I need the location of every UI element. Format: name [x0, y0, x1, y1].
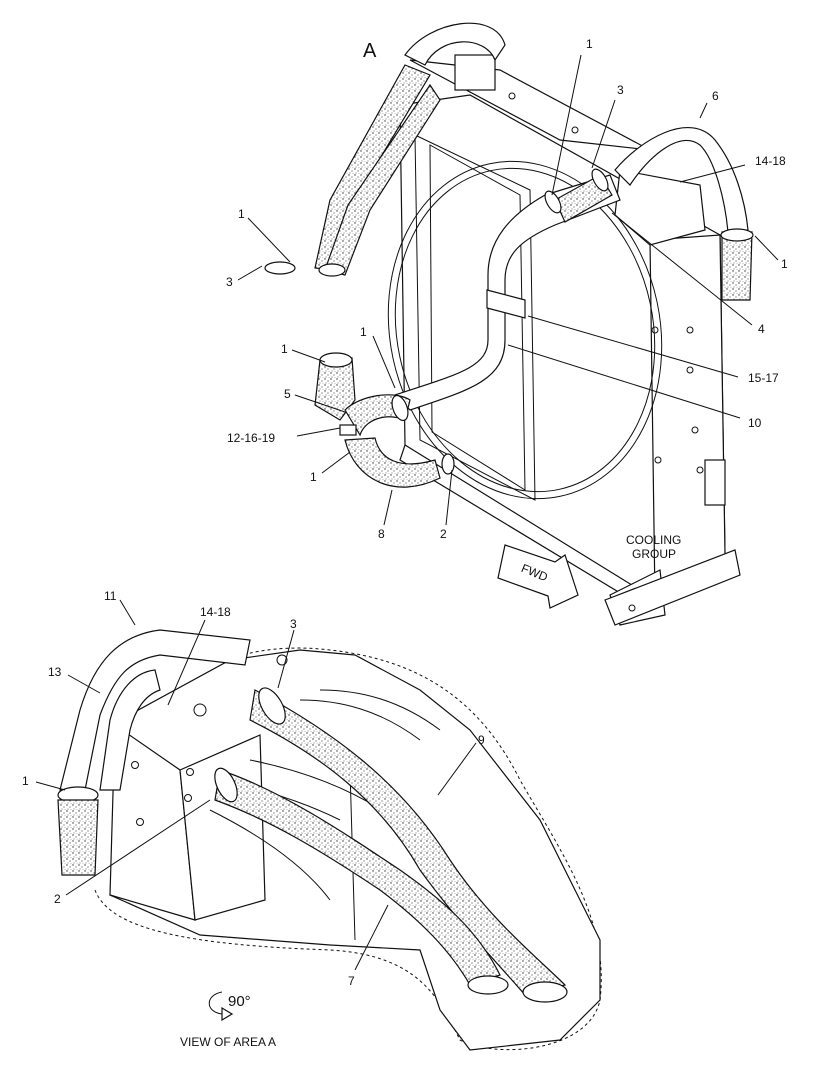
callout-1-low: 1	[310, 470, 317, 484]
cooling-group-label-line1: COOLING	[626, 533, 681, 547]
callout-13: 13	[48, 665, 62, 679]
callout-1-left: 1	[238, 207, 245, 221]
hose-9	[249, 687, 568, 1003]
view-label: VIEW OF AREA A	[180, 1035, 276, 1049]
callout-9: 9	[478, 733, 485, 747]
callout-4: 4	[758, 322, 765, 336]
callout-14-18-bot: 14-18	[200, 605, 231, 619]
callout-10: 10	[748, 416, 762, 430]
callout-1-right: 1	[781, 257, 788, 271]
callout-15-17: 15-17	[748, 371, 779, 385]
area-marker: A	[363, 40, 377, 62]
rotation-indicator: 90°	[208, 991, 251, 1022]
callout-11: 11	[104, 589, 117, 603]
callout-7: 7	[348, 974, 355, 988]
callout-5: 5	[284, 387, 291, 401]
callout-12-16-19: 12-16-19	[227, 431, 275, 445]
tube-11	[57, 629, 251, 876]
hose-7	[214, 767, 509, 995]
left-hoses	[264, 22, 506, 277]
fwd-arrow: FWD	[497, 544, 579, 609]
callout-6: 6	[712, 89, 719, 103]
callout-3-left: 3	[226, 275, 233, 289]
callout-1-mid: 1	[360, 325, 367, 339]
rotation-label: 90°	[228, 993, 251, 1010]
callout-3-bot: 3	[290, 617, 297, 631]
callout-1-inlet: 1	[281, 342, 288, 356]
callout-1-top: 1	[586, 37, 593, 51]
rotate-arrow-icon	[221, 1006, 234, 1022]
top-callouts: 1 3 6 14-18 1 3 1 4 1 15-17 1 5 10 12-16…	[226, 37, 788, 541]
callout-2-top: 2	[440, 527, 447, 541]
lower-hoses	[314, 352, 455, 488]
callout-2-bot: 2	[54, 892, 61, 906]
bottom-callouts: 11 14-18 3 13 9 1 2 7	[22, 589, 485, 988]
callout-8: 8	[378, 527, 385, 541]
upper-tube	[393, 127, 754, 411]
radiator-assembly	[387, 54, 741, 626]
callout-14-18-top: 14-18	[755, 154, 786, 168]
callout-1-bot: 1	[22, 774, 29, 788]
cooling-group-label-line2: GROUP	[632, 547, 676, 561]
callout-3-top: 3	[617, 83, 624, 97]
